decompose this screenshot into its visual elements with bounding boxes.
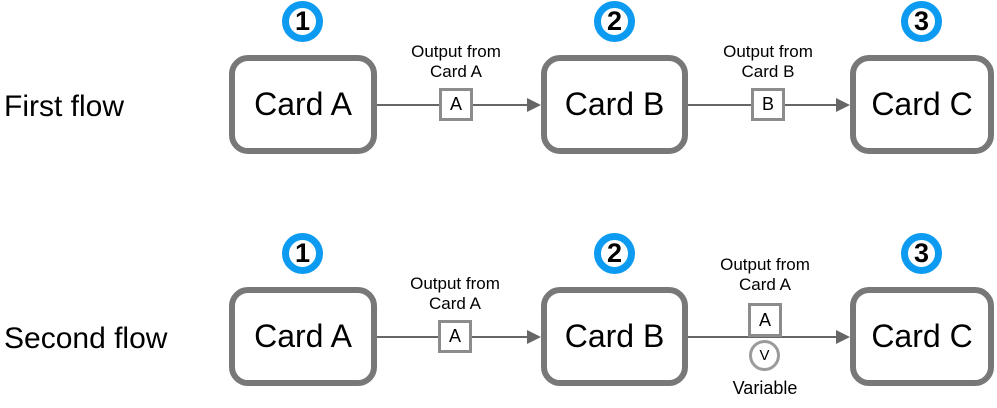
card-title: Card C [871, 318, 973, 354]
variable-token: V [759, 347, 770, 364]
step-badge-2: 2 [594, 1, 635, 42]
card-b: Card B [541, 55, 688, 154]
output-label-line1: Output from [411, 42, 501, 61]
flow-label-second: Second flow [4, 322, 168, 355]
step-badge-number: 1 [294, 238, 311, 268]
output-token: A [448, 326, 461, 346]
output-label-line2: Card A [429, 294, 481, 313]
output-label: Output from Card A [390, 274, 520, 314]
card-title: Card C [871, 86, 973, 122]
output-label-line1: Output from [720, 255, 810, 274]
card-title: Card A [254, 318, 352, 354]
card-c: Card C [850, 287, 994, 386]
output-label-line2: Card B [741, 62, 795, 81]
output-token: A [449, 94, 462, 114]
card-a: Card A [229, 287, 377, 386]
variable-circle: V [749, 340, 780, 371]
output-label-line1: Output from [723, 42, 813, 61]
step-badge-2: 2 [594, 233, 635, 274]
output-token-box: A [439, 88, 473, 121]
step-badge-number: 3 [913, 6, 930, 36]
step-badge-number: 2 [606, 238, 623, 268]
arrowhead-icon [836, 330, 850, 344]
step-badge-number: 1 [294, 6, 311, 36]
output-token: A [758, 309, 771, 330]
output-token: B [761, 94, 774, 114]
step-badge-3: 3 [901, 1, 942, 42]
step-badge-1: 1 [282, 233, 323, 274]
card-b: Card B [541, 287, 688, 386]
output-token-box: B [751, 88, 785, 121]
step-badge-number: 2 [606, 6, 623, 36]
card-c: Card C [850, 55, 994, 154]
variable-label: Variable [732, 378, 798, 398]
flow-label-first: First flow [4, 90, 124, 123]
arrowhead-icon [527, 330, 541, 344]
output-label-line2: Card A [739, 275, 791, 294]
output-label: Output from Card B [703, 42, 833, 82]
step-badge-1: 1 [282, 1, 323, 42]
step-badge-3: 3 [901, 233, 942, 274]
card-a: Card A [229, 55, 377, 154]
output-label: Output from Card A [391, 42, 521, 82]
arrowhead-icon [836, 98, 850, 112]
arrowhead-icon [527, 98, 541, 112]
output-label-line1: Output from [410, 274, 500, 293]
step-badge-number: 3 [913, 238, 930, 268]
connector-line [688, 336, 836, 338]
card-title: Card A [254, 86, 352, 122]
output-token-box: A [438, 320, 472, 353]
output-label-line2: Card A [430, 62, 482, 81]
card-title: Card B [564, 318, 665, 354]
output-token-box: A [748, 303, 782, 337]
output-label: Output from Card A [700, 255, 830, 295]
card-title: Card B [564, 86, 665, 122]
